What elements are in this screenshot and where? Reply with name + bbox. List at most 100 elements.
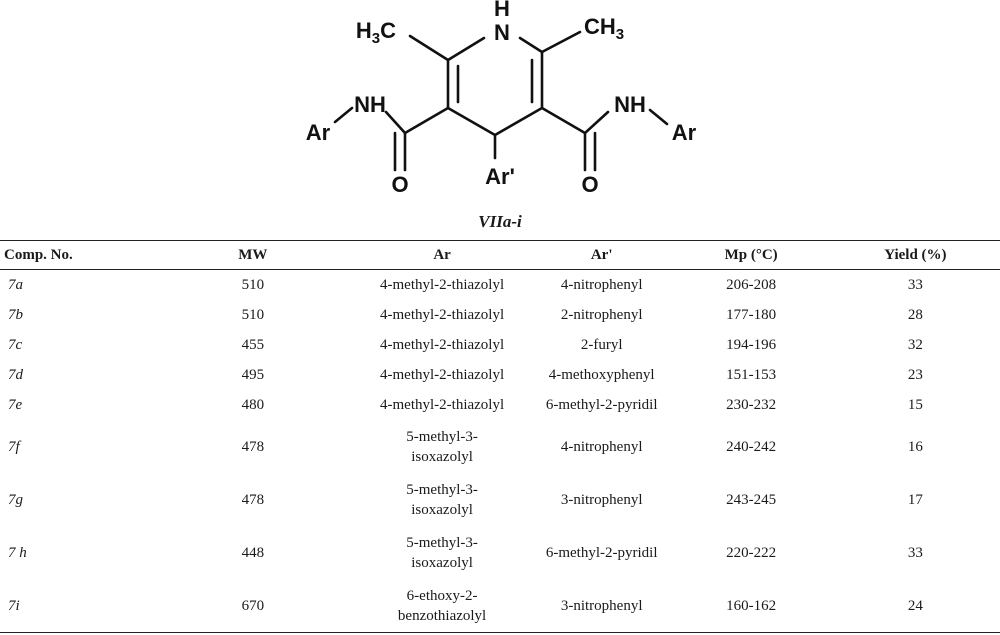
cell-mp: 240-242	[726, 438, 777, 455]
label-n-hydrogen: H	[494, 0, 510, 21]
cell-mp: 151-153	[726, 367, 777, 383]
table-row: 7e 480 4-methyl-2-thiazolyl 6-methyl-2-pyri…	[0, 390, 1000, 420]
cell-comp-no: 7g	[8, 491, 23, 508]
cell-ar-prime: 6-methyl-2-pyridil	[545, 397, 658, 413]
cell-ar-line: isoxazolyl	[411, 448, 473, 465]
bond-nh-ar-right	[648, 108, 669, 126]
table-row: 7f 478 5-methyl-3- isoxazolyl 4-nitrophenyl 2…	[0, 420, 1000, 473]
cell-mw: 478	[241, 438, 265, 455]
table-row: 7c 455 4-methyl-2-thiazolyl 2-furyl 194-196 3…	[0, 330, 1000, 360]
cell-comp-no: 7b	[8, 307, 23, 323]
cell-ar: 4-methyl-2-thiazolyl	[352, 390, 531, 420]
cell-mp: 220-222	[726, 544, 777, 561]
bond-n-c6	[518, 36, 544, 54]
cell-mp: 243-245	[726, 491, 777, 508]
cell-ar-prime: 4-nitrophenyl	[560, 277, 643, 293]
cell-yield: 24	[907, 597, 923, 614]
cell-ar-prime: 6-methyl-2-pyridil	[545, 544, 658, 561]
cell-comp-no: 7f	[8, 438, 20, 455]
label-nh-left: NH	[354, 92, 386, 117]
cell-ar-line: isoxazolyl	[411, 501, 473, 518]
cell-ar-prime: 4-nitrophenyl	[560, 438, 643, 455]
label-oxygen-right: O	[581, 172, 598, 197]
cell-mw: 455	[241, 337, 265, 353]
label-ar-right: Ar	[672, 120, 697, 145]
cell-ar: 4-methyl-2-thiazolyl	[352, 330, 531, 360]
bond-carbonyl-nh-right	[583, 110, 610, 135]
header-ar-prime: Ar'	[590, 246, 613, 263]
cell-comp-no: 7d	[8, 367, 23, 383]
cell-comp-no: 7i	[8, 597, 20, 614]
cell-mw: 478	[241, 491, 265, 508]
cell-mp: 177-180	[726, 307, 777, 323]
header-ar: Ar	[433, 246, 451, 263]
cell-ar-prime: 2-nitrophenyl	[560, 307, 643, 323]
bond-c5-carbonyl	[540, 106, 587, 135]
cell-ar: 5-methyl-3- isoxazolyl	[352, 473, 531, 526]
cell-ar: 4-methyl-2-thiazolyl	[352, 300, 531, 330]
cell-mp: 230-232	[726, 397, 777, 413]
label-ring-nitrogen: N	[494, 20, 510, 45]
cell-comp-no: 7e	[8, 397, 23, 413]
cell-ar-line: 5-methyl-3-	[406, 534, 478, 551]
table-row: 7i 670 6-ethoxy-2- benzothiazolyl 3-nitrophe…	[0, 579, 1000, 633]
table-row: 7 h 448 5-methyl-3- isoxazolyl 6-methyl-2-py…	[0, 526, 1000, 579]
cell-ar-line: isoxazolyl	[411, 554, 473, 571]
cell-mw: 495	[241, 367, 265, 383]
cell-ar: 6-ethoxy-2- benzothiazolyl	[352, 579, 531, 633]
cell-ar-prime: 3-nitrophenyl	[560, 597, 643, 614]
cell-mw: 510	[241, 307, 265, 323]
bond-c3-c4	[446, 106, 497, 137]
cell-ar-line: 4-methyl-2-thiazolyl	[380, 367, 505, 383]
cell-yield: 16	[907, 438, 923, 455]
label-ar-left: Ar	[306, 120, 331, 145]
cell-mp: 194-196	[726, 337, 777, 353]
cell-ar-line: 4-methyl-2-thiazolyl	[380, 277, 505, 293]
label-nh-right: NH	[614, 92, 646, 117]
cell-comp-no: 7 h	[8, 544, 27, 561]
cell-yield: 33	[907, 277, 923, 293]
table-row: 7b 510 4-methyl-2-thiazolyl 2-nitrophenyl 17…	[0, 300, 1000, 330]
cell-comp-no: 7a	[8, 277, 23, 293]
cell-ar-line: 6-ethoxy-2-	[406, 587, 478, 604]
table-row: 7d 495 4-methyl-2-thiazolyl 4-methoxyphenyl…	[0, 360, 1000, 390]
bond-n-c2	[446, 36, 486, 62]
cell-ar: 4-methyl-2-thiazolyl	[352, 360, 531, 390]
header-yield: Yield (%)	[884, 246, 947, 263]
bond-methyl-right	[540, 30, 582, 54]
cell-mw: 448	[241, 544, 265, 561]
bond-methyl-left	[408, 34, 450, 62]
cell-mp: 160-162	[726, 597, 777, 614]
cell-yield: 32	[907, 337, 923, 353]
header-mw: MW	[238, 246, 268, 263]
cell-ar: 4-methyl-2-thiazolyl	[352, 270, 531, 301]
cell-yield: 17	[907, 491, 923, 508]
bond-carbonyl-nh-left	[384, 110, 407, 135]
bond-c3-carbonyl	[403, 106, 450, 135]
structure-caption: VIIa-i	[478, 212, 522, 231]
header-mp: Mp (°C)	[724, 246, 778, 263]
cell-ar: 5-methyl-3- isoxazolyl	[352, 526, 531, 579]
cell-yield: 33	[907, 544, 923, 561]
cell-comp-no: 7c	[8, 337, 23, 353]
cell-ar-line: 4-methyl-2-thiazolyl	[380, 337, 505, 353]
cell-ar-prime: 4-methoxyphenyl	[548, 367, 655, 383]
label-methyl-left: H3C	[356, 18, 396, 47]
cell-ar-prime: 3-nitrophenyl	[560, 491, 643, 508]
cell-ar-line: benzothiazolyl	[397, 607, 487, 624]
cell-ar-line: 5-methyl-3-	[406, 428, 478, 445]
chemical-structure: H N H3C CH3 NH NH Ar Ar Ar' O O	[306, 0, 697, 197]
label-ar-prime: Ar'	[485, 164, 515, 189]
bond-c4-c5	[493, 106, 544, 137]
bond-nh-ar-left	[333, 106, 354, 124]
cell-yield: 23	[907, 367, 923, 383]
cell-ar-line: 5-methyl-3-	[406, 481, 478, 498]
table-row: 7g 478 5-methyl-3- isoxazolyl 3-nitrophenyl 2…	[0, 473, 1000, 526]
cell-ar-prime: 2-furyl	[580, 337, 623, 353]
cell-mw: 670	[241, 597, 265, 614]
cell-mw: 480	[241, 397, 265, 413]
